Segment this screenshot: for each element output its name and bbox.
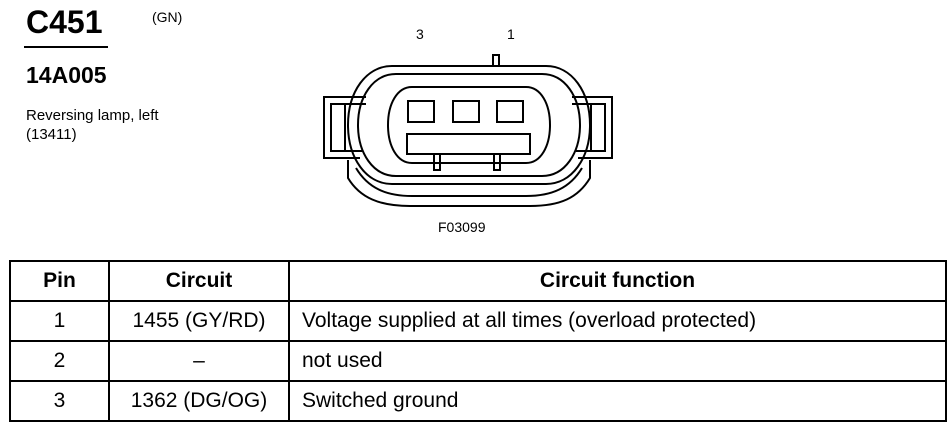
cell-pin: 2	[9, 340, 110, 382]
key-tab	[492, 54, 500, 66]
cell-pin: 1	[9, 300, 110, 342]
terminal-pin-1	[496, 100, 524, 123]
inner-cavity	[386, 86, 552, 164]
part-number: 14A005	[26, 62, 107, 88]
description-name: Reversing lamp, left	[26, 107, 159, 124]
cell-function: Voltage supplied at all times (overload …	[288, 300, 947, 342]
slot-stub-left	[433, 154, 441, 171]
table-row: 1 1455 (GY/RD) Voltage supplied at all t…	[9, 300, 947, 342]
table-row: 2 – not used	[9, 340, 947, 382]
header-circuit-function: Circuit function	[288, 260, 947, 302]
connector-face-diagram: 3 1 F03099	[323, 26, 613, 235]
connector-id-underline	[24, 46, 108, 48]
description-code: (13411)	[26, 126, 77, 143]
connector-id: C451	[26, 4, 103, 40]
cell-function: Switched ground	[288, 380, 947, 422]
connector-description: Reversing lamp, left (13411)	[26, 106, 159, 144]
cell-function: not used	[288, 340, 947, 382]
cell-circuit: –	[108, 340, 290, 382]
terminal-pin-3	[407, 100, 435, 123]
cell-pin: 3	[9, 380, 110, 422]
table-header-row: Pin Circuit Circuit function	[9, 260, 947, 302]
slot-stub-right	[493, 154, 501, 171]
left-latch	[323, 96, 366, 159]
connector-color-code: (GN)	[152, 9, 183, 25]
pin-table: Pin Circuit Circuit function 1 1455 (GY/…	[9, 260, 947, 422]
header-pin: Pin	[9, 260, 110, 302]
pin-label-3: 3	[416, 26, 424, 42]
cell-circuit: 1455 (GY/RD)	[108, 300, 290, 342]
terminal-pin-2	[452, 100, 480, 123]
table-row: 3 1362 (DG/OG) Switched ground	[9, 380, 947, 422]
pin-label-1: 1	[507, 26, 515, 42]
connector-housing	[346, 65, 592, 207]
header-circuit: Circuit	[108, 260, 290, 302]
lower-slot	[406, 133, 531, 155]
cell-circuit: 1362 (DG/OG)	[108, 380, 290, 422]
figure-id: F03099	[438, 219, 486, 235]
